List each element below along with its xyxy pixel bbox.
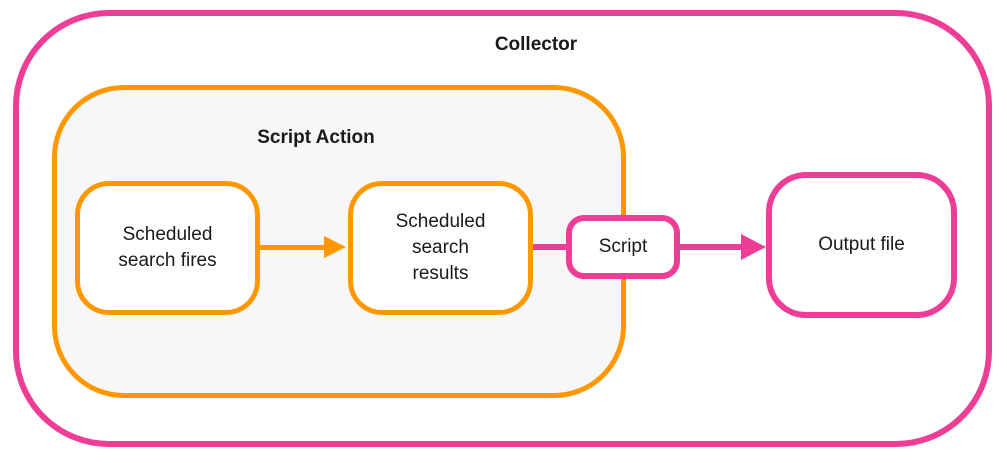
arrow-head-icon bbox=[324, 236, 346, 258]
arrow-head-icon bbox=[741, 234, 766, 260]
node-scheduled-search-results: Scheduled search results bbox=[348, 181, 533, 315]
collector-label: Collector bbox=[494, 34, 578, 55]
arrow-line bbox=[680, 244, 744, 250]
node-output-file: Output file bbox=[766, 172, 957, 318]
script-action-label: Script Action bbox=[257, 127, 375, 148]
node-scheduled-search-fires: Scheduled search fires bbox=[75, 181, 260, 315]
arrow-line bbox=[260, 245, 328, 250]
node-script: Script bbox=[566, 215, 680, 279]
connector-results-to-script bbox=[533, 244, 573, 250]
